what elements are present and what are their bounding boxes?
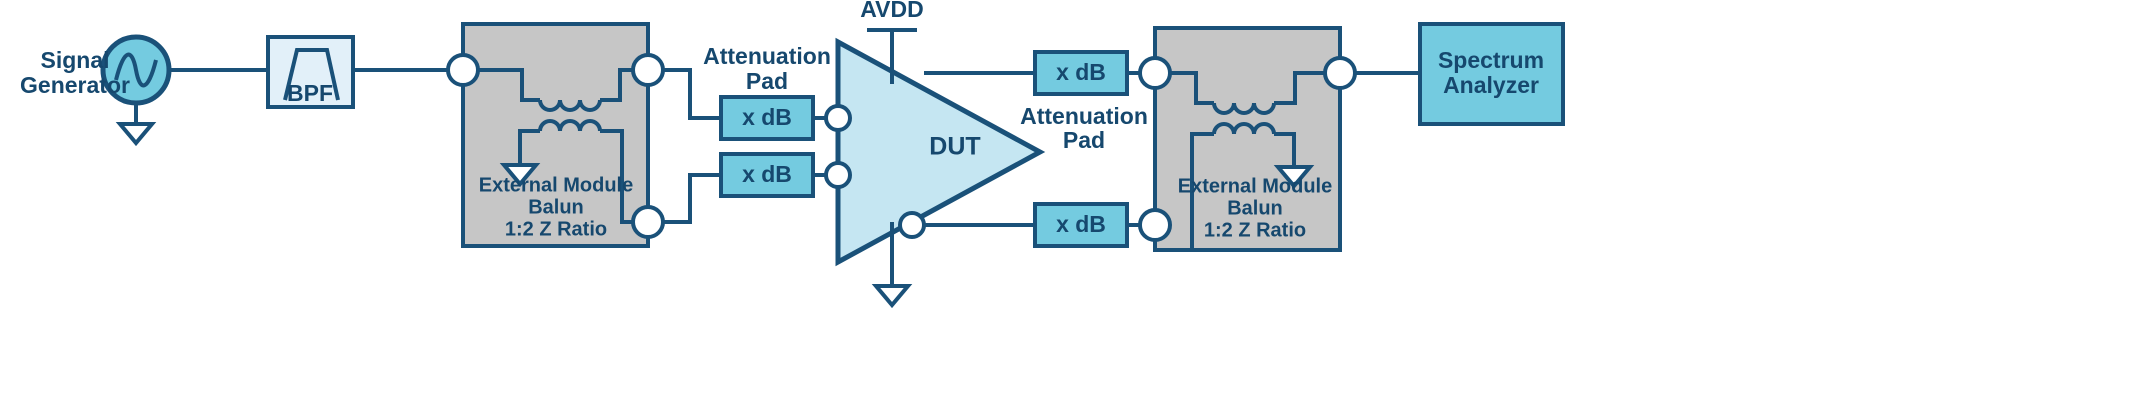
bandpass-response-icon <box>283 48 340 101</box>
dut-output-pin-negative[interactable] <box>898 211 926 239</box>
balun-output-port-node-top[interactable] <box>631 53 665 87</box>
balun-out-primary-right-lead <box>1274 71 1340 105</box>
balun-out-primary-left-lead <box>1155 71 1214 105</box>
signal-generator-group: Signal Generator <box>20 34 172 147</box>
dut-label: DUT <box>929 133 980 161</box>
balun-output-label-line2: Balun <box>1227 197 1283 219</box>
balun-input-group: External Module Balun 1:2 Z Ratio <box>446 22 665 248</box>
spectrum-analyzer-label-line2: Analyzer <box>1443 72 1539 98</box>
attenuation-pad-output-group: x dB Attenuation Pad x dB <box>1020 50 1148 248</box>
signal-generator-label-line1: Signal <box>40 47 109 73</box>
spectrum-analyzer-label-line1: Spectrum <box>1438 47 1544 73</box>
attenuation-pad-output-bottom-label: x dB <box>1056 211 1106 237</box>
spectrum-analyzer-block[interactable] <box>1418 22 1565 126</box>
balun-out-single-ended-node[interactable] <box>1323 56 1357 90</box>
attenuation-pad-output-caption-line1: Attenuation <box>1020 103 1148 129</box>
balun-out-secondary-right-lead <box>1274 132 1296 167</box>
balun-out-port-node-top[interactable] <box>1138 56 1172 90</box>
attenuation-pad-output-bottom-block[interactable] <box>1033 202 1129 248</box>
attenuation-pad-output-caption-line2: Pad <box>1063 127 1105 153</box>
balun-out-primary-coil <box>1212 102 1276 115</box>
balun-output-group: External Module Balun 1:2 Z Ratio <box>1138 26 1357 252</box>
bpf-group: BPF <box>266 35 355 109</box>
dut-triangle[interactable] <box>835 37 1046 267</box>
attenuation-pad-input-top-block[interactable] <box>719 95 815 141</box>
balun-input-port-node[interactable] <box>446 53 480 87</box>
spectrum-analyzer-group: Spectrum Analyzer <box>1418 22 1565 126</box>
attenuation-pad-input-group: Attenuation Pad x dB x dB <box>703 43 831 198</box>
ground-icon <box>1273 165 1315 190</box>
avdd-label: AVDD <box>860 0 923 22</box>
attenuation-pad-output-top-label: x dB <box>1056 59 1106 85</box>
balun-output-label-line1: External Module <box>1178 175 1332 197</box>
balun-in-primary-coil <box>538 99 602 112</box>
balun-output-label-line3: 1:2 Z Ratio <box>1204 219 1306 241</box>
bpf-label: BPF <box>287 80 333 106</box>
balun-input-label-line3: 1:2 Z Ratio <box>505 218 607 240</box>
wire-balun-to-pad-bottom <box>661 173 723 224</box>
dut-input-pin-positive[interactable] <box>824 104 852 132</box>
signal-generator-label-line2: Generator <box>20 72 130 98</box>
balun-input-module-box <box>461 22 650 248</box>
attenuation-pad-input-top-label: x dB <box>742 104 792 130</box>
balun-in-secondary-coil <box>538 119 602 132</box>
balun-out-secondary-coil <box>1212 122 1276 135</box>
ground-icon <box>115 122 157 147</box>
balun-out-secondary-left-lead <box>1190 132 1214 250</box>
attenuation-pad-input-caption-line2: Pad <box>746 68 788 94</box>
attenuation-pad-output-top-block[interactable] <box>1033 50 1129 96</box>
balun-output-port-node-bottom[interactable] <box>631 205 665 239</box>
balun-in-primary-left-lead <box>463 68 540 102</box>
wire-balun-to-pad-top <box>661 68 723 120</box>
sine-wave-icon <box>114 52 158 88</box>
balun-out-port-node-bottom[interactable] <box>1138 208 1172 242</box>
attenuation-pad-input-caption-line1: Attenuation <box>703 43 831 69</box>
ground-icon <box>499 163 541 188</box>
attenuation-pad-input-bottom-label: x dB <box>742 161 792 187</box>
balun-input-label-line2: Balun <box>528 196 584 218</box>
balun-in-secondary-left-lead <box>518 129 540 165</box>
dut-input-pin-negative[interactable] <box>824 161 852 189</box>
balun-output-module-box <box>1153 26 1342 252</box>
dut-group: DUT AVDD <box>824 0 1046 309</box>
attenuation-pad-input-bottom-block[interactable] <box>719 152 815 198</box>
balun-input-label-line1: External Module <box>479 174 633 196</box>
ground-icon <box>871 284 913 309</box>
